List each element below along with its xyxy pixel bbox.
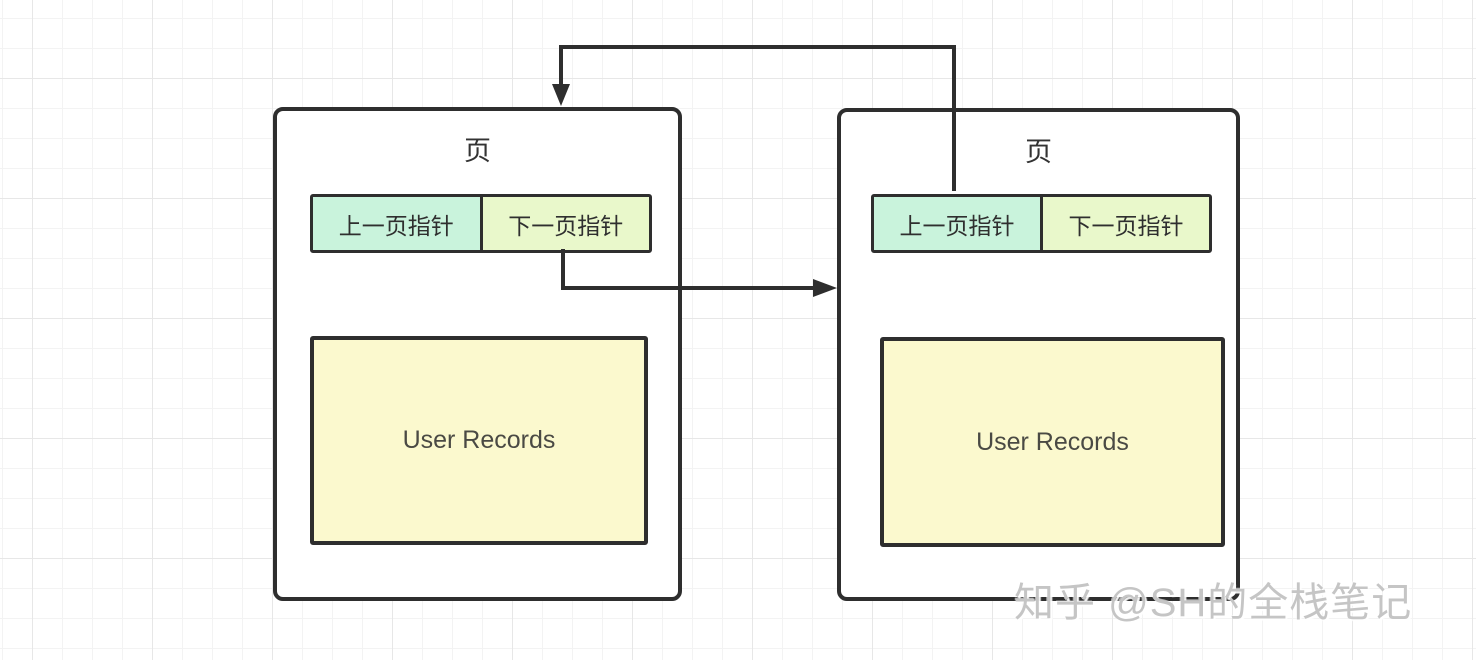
prev-page-pointer-cell: 上一页指针 [874, 197, 1043, 250]
arrowhead-right-icon [813, 279, 837, 297]
page-box-right: 页 上一页指针 下一页指针 User Records [837, 108, 1240, 601]
page-title: 页 [464, 136, 491, 166]
prev-page-pointer-label: 上一页指针 [338, 212, 454, 239]
watermark: 知乎 @SH的全栈笔记 [1014, 581, 1413, 625]
page-title: 页 [1025, 137, 1052, 167]
page-box-left: 页 上一页指针 下一页指针 User Records [273, 107, 682, 601]
pointer-row: 上一页指针 下一页指针 [871, 194, 1212, 253]
next-page-pointer-label: 下一页指针 [508, 212, 624, 239]
user-records-box: User Records [880, 337, 1225, 547]
pointer-row: 上一页指针 下一页指针 [310, 194, 652, 253]
arrowhead-down-icon [552, 84, 570, 106]
next-page-pointer-cell: 下一页指针 [1043, 197, 1209, 250]
user-records-box: User Records [310, 336, 648, 545]
user-records-label: User Records [976, 427, 1129, 456]
user-records-label: User Records [402, 426, 556, 454]
next-page-pointer-cell: 下一页指针 [482, 197, 649, 250]
next-page-pointer-label: 下一页指针 [1068, 212, 1184, 239]
prev-page-pointer-cell: 上一页指针 [313, 197, 483, 250]
prev-page-pointer-label: 上一页指针 [899, 212, 1015, 239]
